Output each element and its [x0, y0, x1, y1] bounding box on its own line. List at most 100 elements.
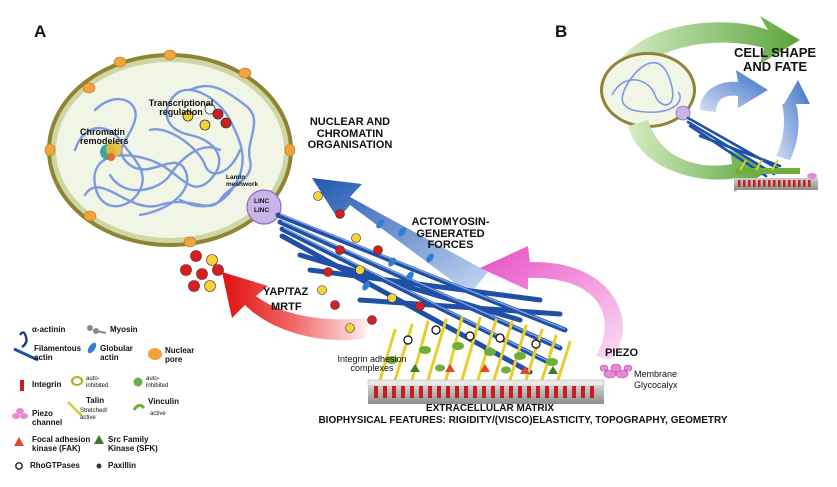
integrin-bar [793, 180, 796, 187]
integrin-bar [374, 386, 378, 398]
panel-a-label: A [34, 22, 47, 41]
adhesion-small [736, 159, 800, 174]
linc-label-2: LINC [254, 207, 270, 214]
integrin-bar [783, 180, 786, 187]
integrin-bar [500, 386, 504, 398]
integrin-bar [419, 386, 423, 398]
lamin-meshwork-label: Lamin meshwork [226, 174, 259, 188]
membrane-surface [367, 379, 605, 387]
nuclear-organisation-label: NUCLEAR AND CHROMATIN ORGANISATION [307, 116, 393, 152]
legend-nuclear-pore: Nuclear pore [165, 346, 195, 364]
legend-integrin: Integrin [32, 380, 62, 389]
legend-vinculin-active: active [150, 411, 166, 417]
legend-globular-actin: Globular actin [100, 344, 133, 362]
integrin-bar [758, 180, 761, 187]
integrin-bar [738, 180, 741, 187]
paxillin-icon [96, 463, 102, 469]
integrin-bar [545, 386, 549, 398]
sfk-triangles [410, 364, 558, 374]
integrin-bar [527, 386, 531, 398]
integrin-bar [773, 180, 776, 187]
transcription-factors [182, 103, 232, 131]
integrin-bar [437, 386, 441, 398]
integrin-bar [428, 386, 432, 398]
integrin-bar [743, 180, 746, 187]
vinculin-icon [132, 377, 146, 411]
vinculin-clusters [386, 342, 558, 374]
integrin-bar [590, 386, 594, 398]
nucleus-small [600, 52, 696, 128]
integrin-bar [491, 386, 495, 398]
ecm-title: EXTRACELLULAR MATRIX [425, 403, 555, 414]
integrin-bar [446, 386, 450, 398]
piezo-small-icon [807, 173, 817, 179]
actomyosin-forces-label: ACTOMYOSIN-GENERATED FORCES [411, 216, 490, 252]
actin-bundle-small [686, 116, 782, 178]
integrin-bar [581, 386, 585, 398]
fak-icon [14, 437, 24, 446]
piezo-channel-icon [599, 363, 633, 379]
legend-paxillin: Paxillin [108, 461, 137, 470]
integrin-bar [392, 386, 396, 398]
integrin-icon [20, 380, 24, 391]
talin-rods [378, 316, 572, 382]
globular-actin-icons [362, 219, 434, 291]
integrin-row [374, 386, 594, 398]
talin-icon [67, 376, 83, 417]
integrin-bar [563, 386, 567, 398]
chromatin-remodelers-label: Chromatin remodelers [80, 127, 129, 147]
integrin-bar [778, 180, 781, 187]
integrin-bar [753, 180, 756, 187]
integrin-bar [455, 386, 459, 398]
actin-stress-fibers [275, 212, 568, 375]
filamentous-actin-icon [13, 347, 39, 362]
mrtf-label: MRTF [271, 301, 302, 313]
integrin-bar [518, 386, 522, 398]
cell-shape-fate-label: CELL SHAPE AND FATE [733, 45, 817, 74]
cell-fate-arrow-right [776, 80, 810, 160]
integrin-adhesion-label: Integrin adhesion complexes [337, 354, 407, 374]
piezo-label: PIEZO [605, 347, 639, 359]
cell-fate-arrow-bottom [628, 120, 770, 192]
cell-fate-arrow-top [620, 16, 800, 70]
integrin-bar [410, 386, 414, 398]
cytoplasmic-yap-taz [180, 250, 224, 292]
linc-label-1: LINC [254, 198, 270, 205]
integrin-bar [763, 180, 766, 187]
transcriptional-regulation-label: Transcriptional regulation [148, 98, 214, 118]
fak-triangles [445, 364, 530, 374]
integrin-bar [803, 180, 806, 187]
piezo-signal-arrow [480, 246, 624, 360]
integrin-bar [473, 386, 477, 398]
legend-sfk: Src Family Kinase (SFK) [108, 435, 158, 453]
integrin-bar [798, 180, 801, 187]
signalling-molecules [313, 191, 425, 333]
legend-talin-auto: auto-inhibited [86, 376, 109, 389]
alpha-actinin-icon [19, 331, 28, 348]
legend-filamentous-actin: Filamentous actin [34, 344, 82, 362]
legend-talin-stretched: Stretched/ active [80, 408, 108, 421]
integrin-bar [383, 386, 387, 398]
legend-vinculin-auto: auto-inhibited [146, 376, 169, 389]
integrin-bar [401, 386, 405, 398]
integrin-bar [464, 386, 468, 398]
piezo-legend-icon [12, 408, 28, 419]
legend-vinculin: Vinculin [148, 397, 179, 406]
legend-fak: Focal adhesion kinase (FAK) [32, 435, 91, 453]
panel-b-label: B [555, 22, 568, 41]
membrane-label: Membrane [634, 369, 678, 379]
integrin-row-small [738, 180, 811, 187]
integrin-bar [788, 180, 791, 187]
glycocalyx-label: Glycocalyx [634, 380, 678, 390]
yap-taz-label: YAP/TAZ [263, 286, 309, 298]
rhogtpase-icon [15, 462, 23, 470]
globular-actin-icon [87, 342, 97, 354]
integrin-bar [554, 386, 558, 398]
integrin-bar [509, 386, 513, 398]
sfk-icon [94, 435, 104, 444]
legend-talin: Talin [86, 396, 105, 405]
legend-piezo-channel: Piezo channel [32, 409, 63, 427]
chromatin-fibers [73, 84, 256, 217]
legend-icons [12, 325, 162, 470]
